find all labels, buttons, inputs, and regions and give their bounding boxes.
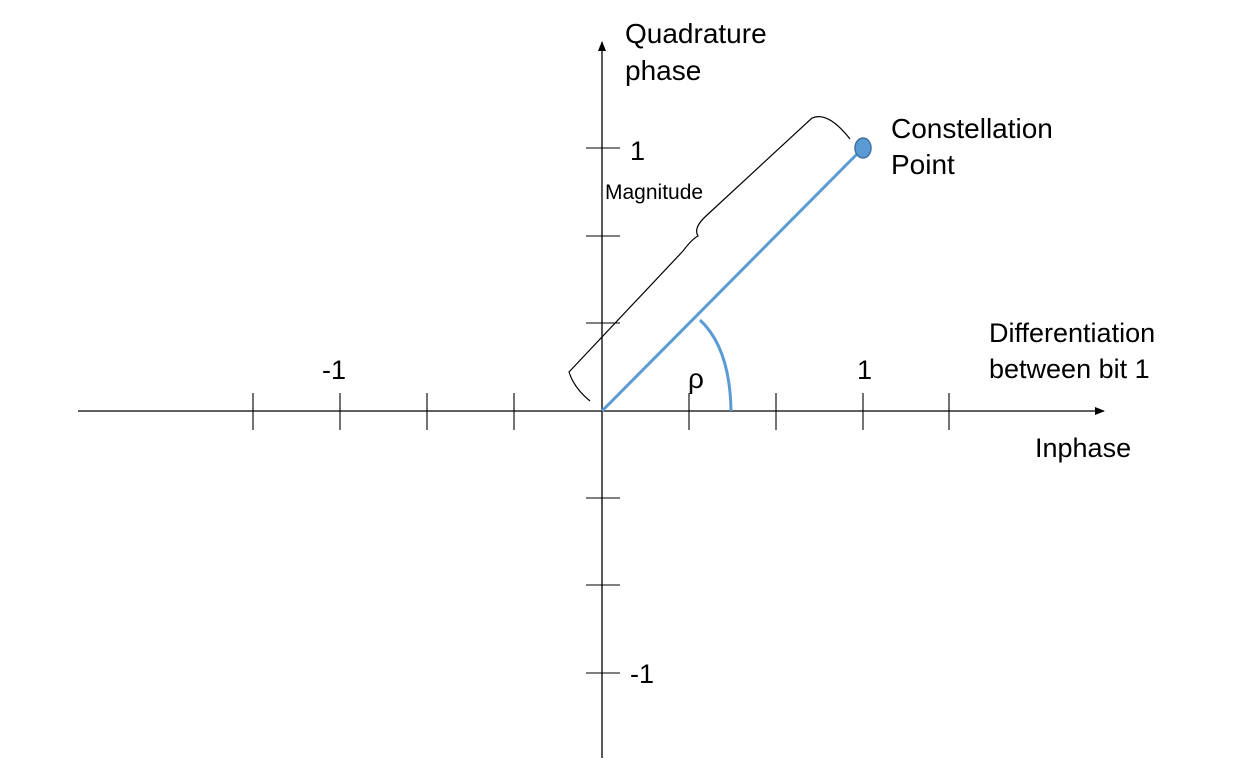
magnitude-vector [600,146,865,413]
y-axis-ticks [586,147,620,674]
y-axis-label-line-1: Quadrature [625,18,767,49]
y-tick-label-neg-1: -1 [630,659,654,689]
y-axis-label-line-2: phase [625,55,701,86]
inphase-label: Inphase [1035,433,1131,463]
x-tick-label-pos-1: 1 [857,355,872,385]
point-label-line-2: Point [891,149,955,180]
x-tick-label-neg-1: -1 [322,355,346,385]
constellation-point [854,137,872,159]
x-side-label-line-1: Differentiation [989,318,1155,348]
x-side-label-line-2: between bit 1 [989,354,1150,384]
y-tick-label-pos-1: 1 [630,136,645,166]
magnitude-brace [568,116,851,402]
angle-label: ρ [688,363,704,394]
angle-arc [698,318,733,412]
point-label-line-1: Constellation [891,113,1053,144]
magnitude-label: Magnitude [605,181,703,204]
x-axis-ticks [252,393,950,430]
